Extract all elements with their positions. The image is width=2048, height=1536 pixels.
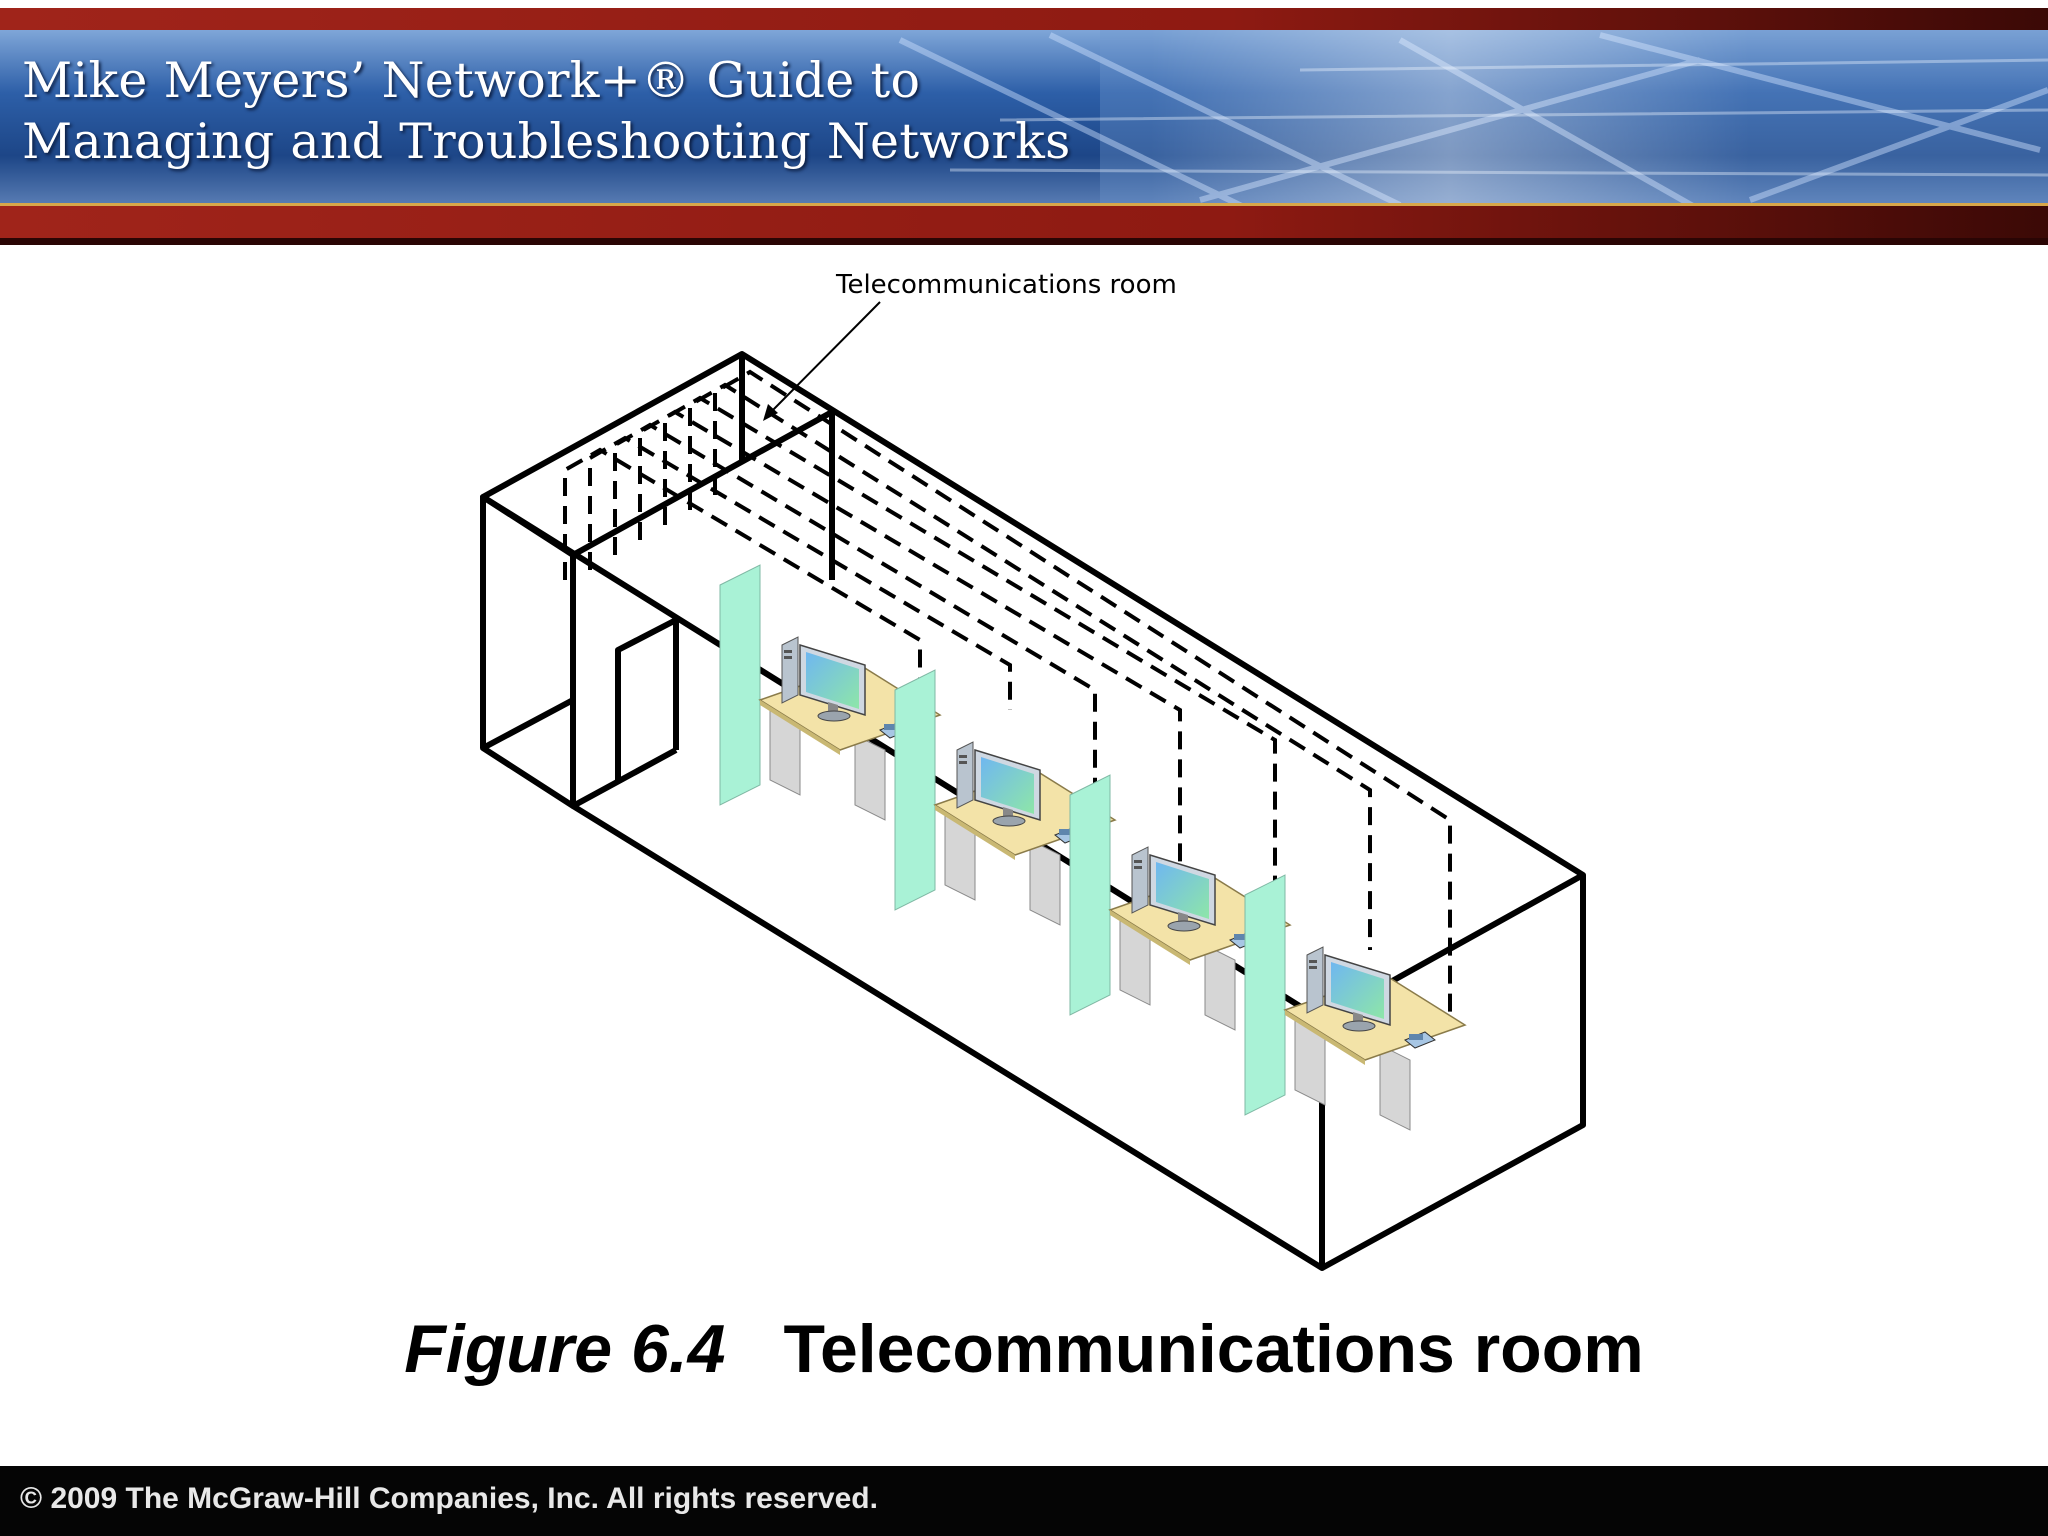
- figure-number: Figure 6.4: [404, 1311, 726, 1387]
- banner-title-line1: Mike Meyers’ Network+® Guide to: [22, 52, 921, 109]
- figure-title: Telecommunications room: [783, 1311, 1644, 1387]
- telecom-room-callout-label: Telecommunications room: [836, 270, 1177, 300]
- banner-title-line2: Managing and Troubleshooting Networks: [22, 113, 1071, 170]
- banner-background: [0, 0, 2048, 245]
- figure-caption: Figure 6.4 Telecommunications room: [0, 1310, 2048, 1388]
- telecom-room-diagram: [480, 301, 1586, 1271]
- copyright-notice: © 2009 The McGraw-Hill Companies, Inc. A…: [20, 1482, 878, 1515]
- footer-bar: © 2009 The McGraw-Hill Companies, Inc. A…: [0, 1466, 2048, 1536]
- banner-title: Mike Meyers’ Network+® Guide to Managing…: [22, 50, 1071, 172]
- header-banner: Mike Meyers’ Network+® Guide to Managing…: [0, 0, 2048, 245]
